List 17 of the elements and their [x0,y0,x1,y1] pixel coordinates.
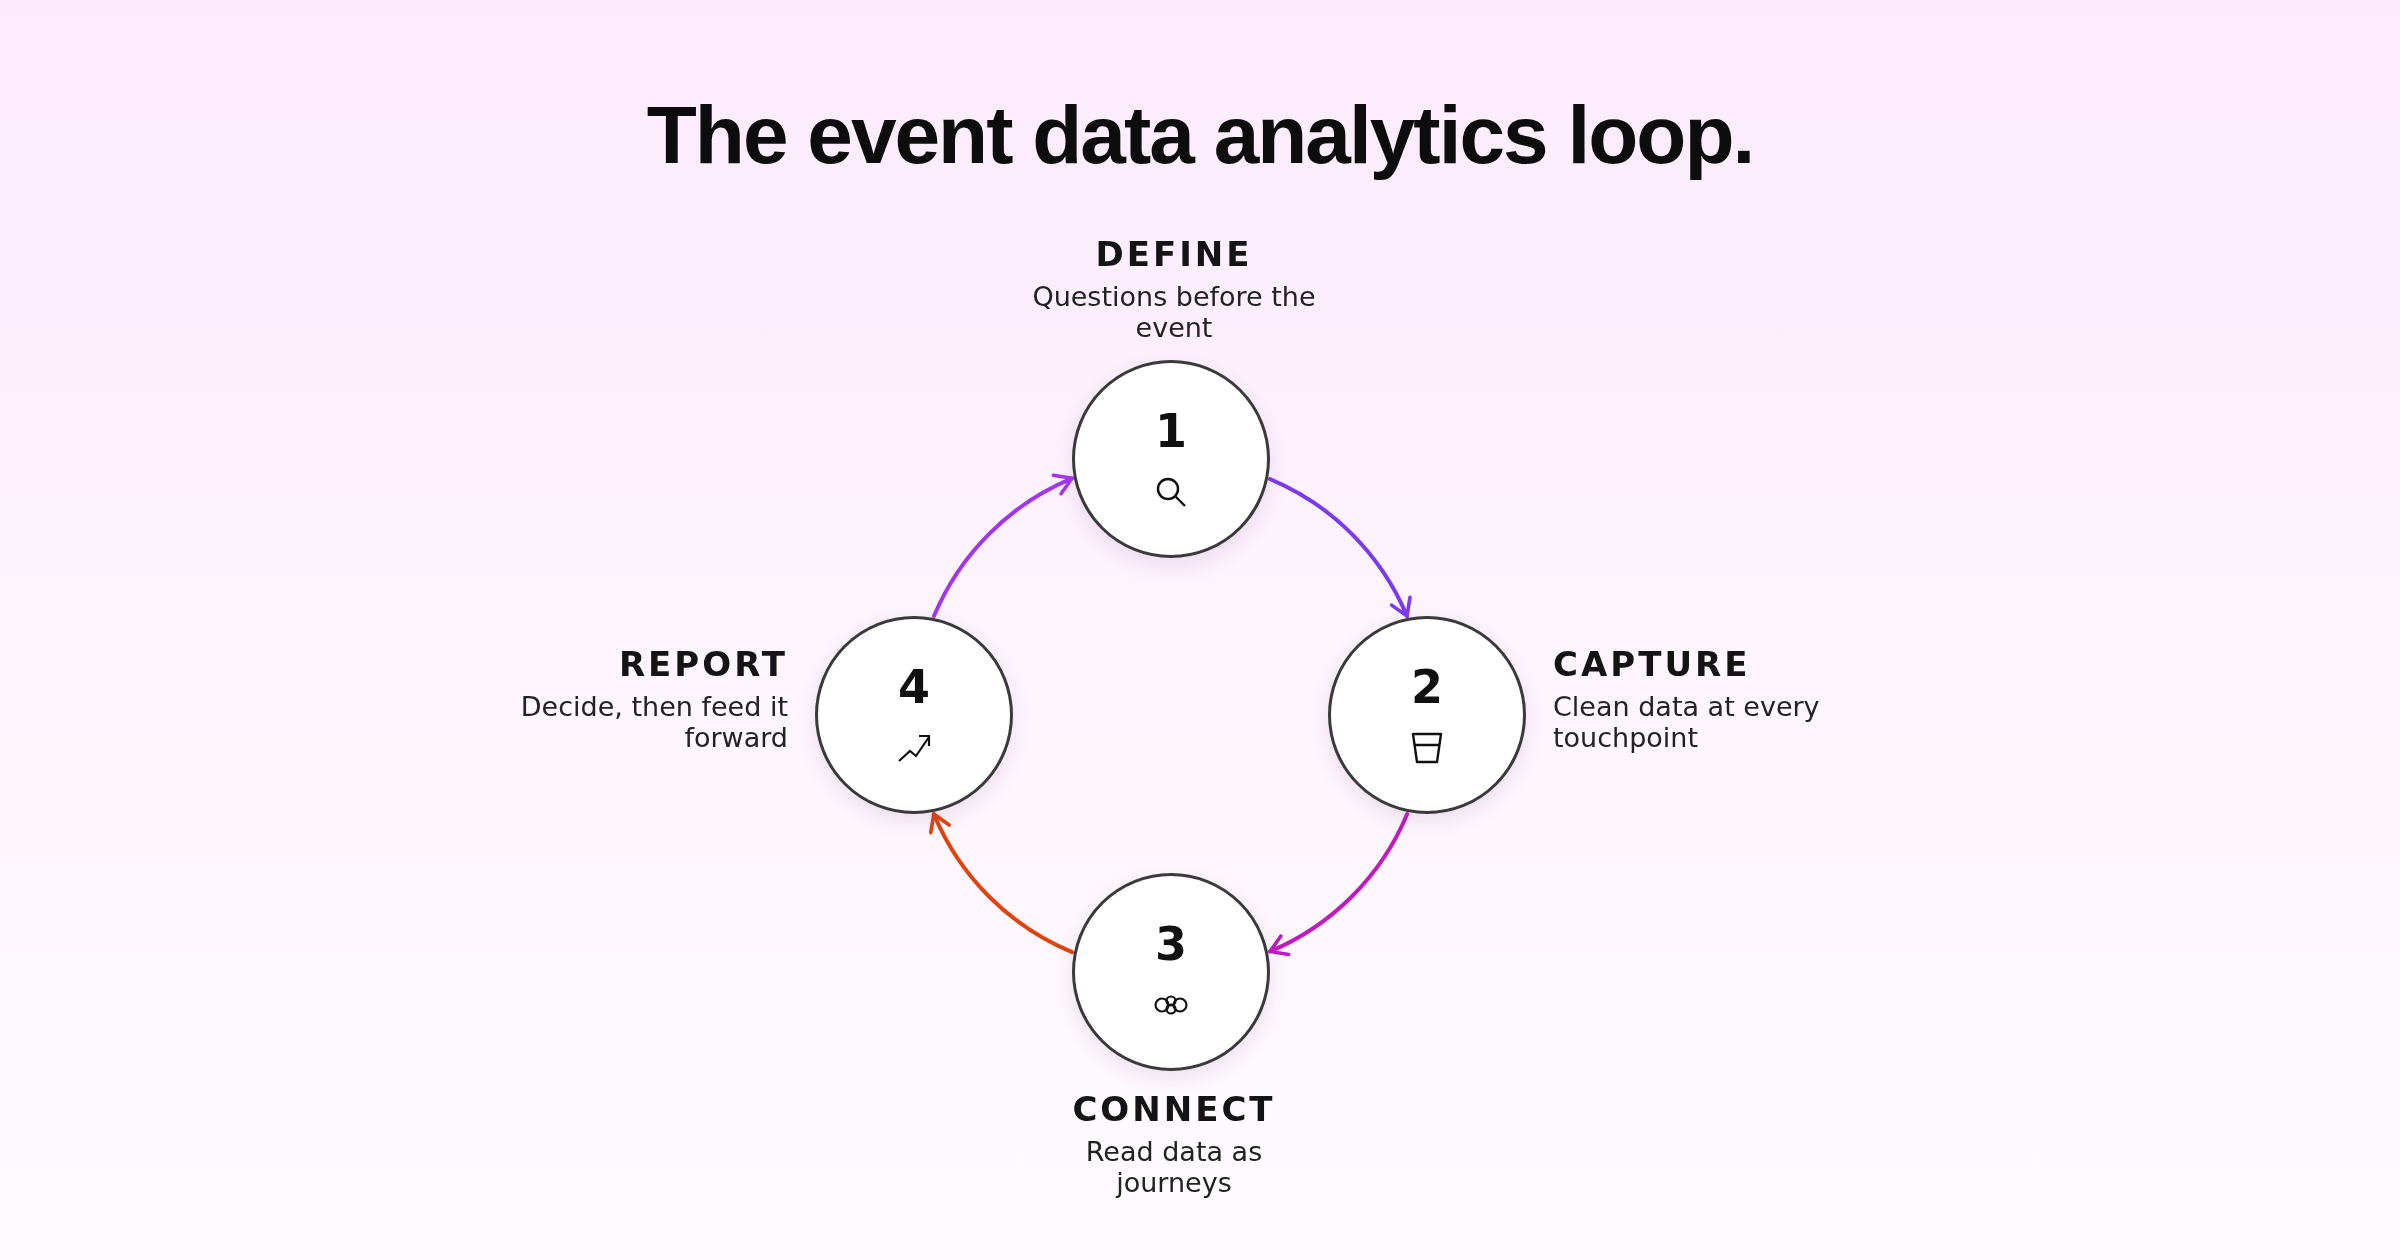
step-number: 3 [1154,916,1188,972]
arrow [1268,812,1410,956]
step-heading: CONNECT [1071,1088,1277,1130]
arrow [929,812,1074,955]
step-heading: DEFINE [1094,233,1254,275]
step-description: Decide, then feed it forward [519,691,788,753]
step-number: 4 [897,659,931,715]
step-description: Questions before the event [1031,281,1317,343]
step-number: 1 [1154,403,1188,459]
step-description: Read data as journeys [1084,1136,1264,1198]
diagram-title: The event data analytics loop. [645,88,1755,182]
arrow [932,474,1074,618]
arrow [1268,477,1411,618]
step-number: 2 [1410,659,1444,715]
step-description: Clean data at every touchpoint [1553,691,1821,753]
step-heading: CAPTURE [1553,643,1752,685]
step-heading: REPORT [617,643,788,685]
